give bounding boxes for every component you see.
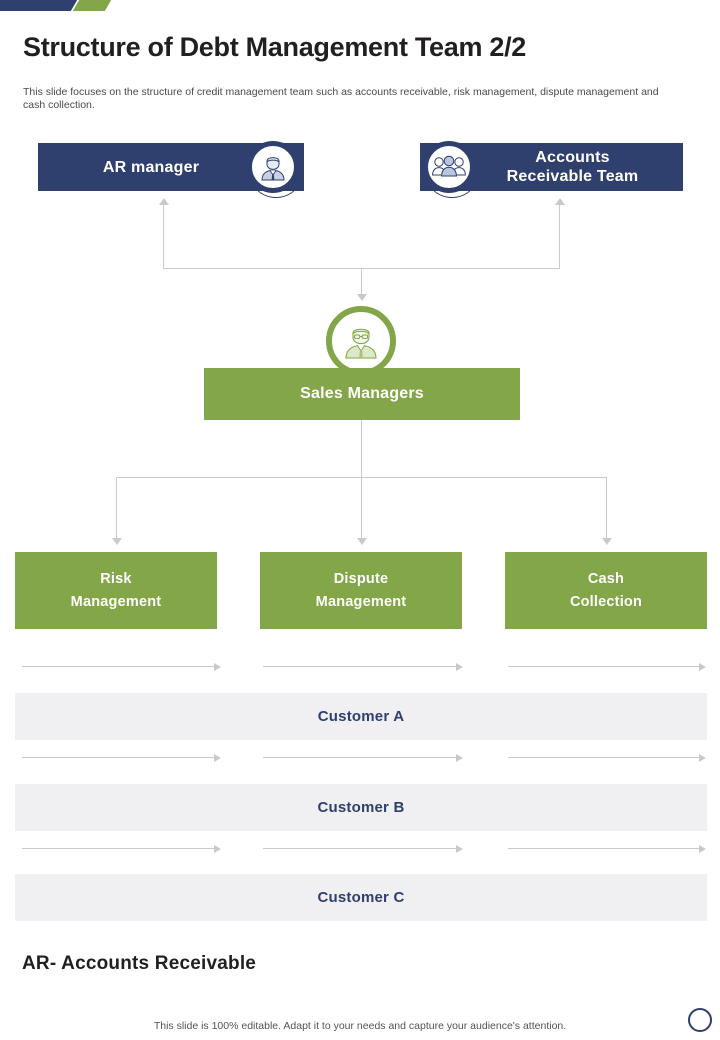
node-customer-b-label: Customer B xyxy=(317,799,405,816)
person-glasses-suit-icon xyxy=(326,306,396,376)
node-customer-c-label: Customer C xyxy=(317,889,405,906)
flow-arrow-c-3 xyxy=(699,845,706,853)
node-cash-line1: Cash xyxy=(587,570,625,587)
connector-arrow-up-right xyxy=(555,198,565,205)
node-customer-a-label: Customer A xyxy=(317,708,405,725)
flow-arrow-b-3 xyxy=(699,754,706,762)
node-sales-managers[interactable]: Sales Managers xyxy=(204,368,520,420)
node-cash-collection-label: Cash Collection xyxy=(570,568,642,614)
connector-line-center-drop xyxy=(361,268,362,295)
node-sales-managers-label: Sales Managers xyxy=(300,385,424,402)
node-dispute-management-label: Dispute Management xyxy=(316,568,407,614)
page-title: Structure of Debt Management Team 2/2 xyxy=(23,32,527,62)
node-dispute-line1: Dispute xyxy=(333,570,389,587)
logo-navy-shape xyxy=(0,0,78,11)
flow-line-c-3 xyxy=(508,848,700,849)
node-ar-manager-label: AR manager xyxy=(102,158,200,176)
footer-editable-note: This slide is 100% editable. Adapt it to… xyxy=(153,1020,567,1032)
flow-line-a-3 xyxy=(508,666,700,667)
connector-arrow-up-left xyxy=(159,198,169,205)
node-dispute-management[interactable]: Dispute Management xyxy=(260,552,462,629)
node-risk-line1: Risk xyxy=(100,570,132,587)
flow-line-b-1 xyxy=(22,757,215,758)
connector-line-left-vertical xyxy=(163,205,164,269)
node-customer-b[interactable]: Customer B xyxy=(15,784,707,831)
node-accounts-receivable-team-label: Accounts Receivable Team xyxy=(420,148,683,186)
brand-logo-bar xyxy=(0,0,200,12)
node-customer-a[interactable]: Customer A xyxy=(15,693,707,740)
logo-green-shape xyxy=(72,0,112,11)
person-suit-icon xyxy=(247,141,304,198)
connector-arrow-down-dispute xyxy=(357,538,367,545)
connector-arrow-down-risk xyxy=(112,538,122,545)
node-cash-line2: Collection xyxy=(569,593,643,610)
connector-sales-drop xyxy=(361,420,362,478)
node-cash-collection[interactable]: Cash Collection xyxy=(505,552,707,629)
connector-dept-right-vertical xyxy=(606,477,607,539)
connector-arrow-down-cash xyxy=(602,538,612,545)
page-subtitle: This slide focuses on the structure of c… xyxy=(23,86,659,111)
flow-line-b-3 xyxy=(508,757,700,758)
node-customer-c[interactable]: Customer C xyxy=(15,874,707,921)
flow-arrow-a-1 xyxy=(214,663,221,671)
node-ar-team-label-line1: Accounts xyxy=(535,149,610,166)
flow-arrow-b-1 xyxy=(214,754,221,762)
legend-ar-abbreviation: AR- Accounts Receivable xyxy=(22,953,257,974)
flow-line-a-1 xyxy=(22,666,215,667)
connector-dept-left-vertical xyxy=(116,477,117,539)
node-ar-team-label-line2: Receivable Team xyxy=(506,168,639,185)
connector-arrow-down-center xyxy=(357,294,367,301)
node-risk-line2: Management xyxy=(70,593,162,610)
people-group-icon xyxy=(423,141,480,198)
node-risk-management[interactable]: Risk Management xyxy=(15,552,217,629)
flow-arrow-b-2 xyxy=(456,754,463,762)
flow-arrow-c-1 xyxy=(214,845,221,853)
flow-line-c-2 xyxy=(263,848,457,849)
flow-line-b-2 xyxy=(263,757,457,758)
flow-arrow-a-2 xyxy=(456,663,463,671)
flow-line-c-1 xyxy=(22,848,215,849)
flow-arrow-c-2 xyxy=(456,845,463,853)
flow-line-a-2 xyxy=(263,666,457,667)
circle-outline-icon xyxy=(688,1008,712,1032)
node-dispute-line2: Management xyxy=(315,593,407,610)
node-risk-management-label: Risk Management xyxy=(71,568,162,614)
flow-arrow-a-3 xyxy=(699,663,706,671)
connector-line-right-vertical xyxy=(559,205,560,269)
connector-dept-center-vertical xyxy=(361,477,362,539)
